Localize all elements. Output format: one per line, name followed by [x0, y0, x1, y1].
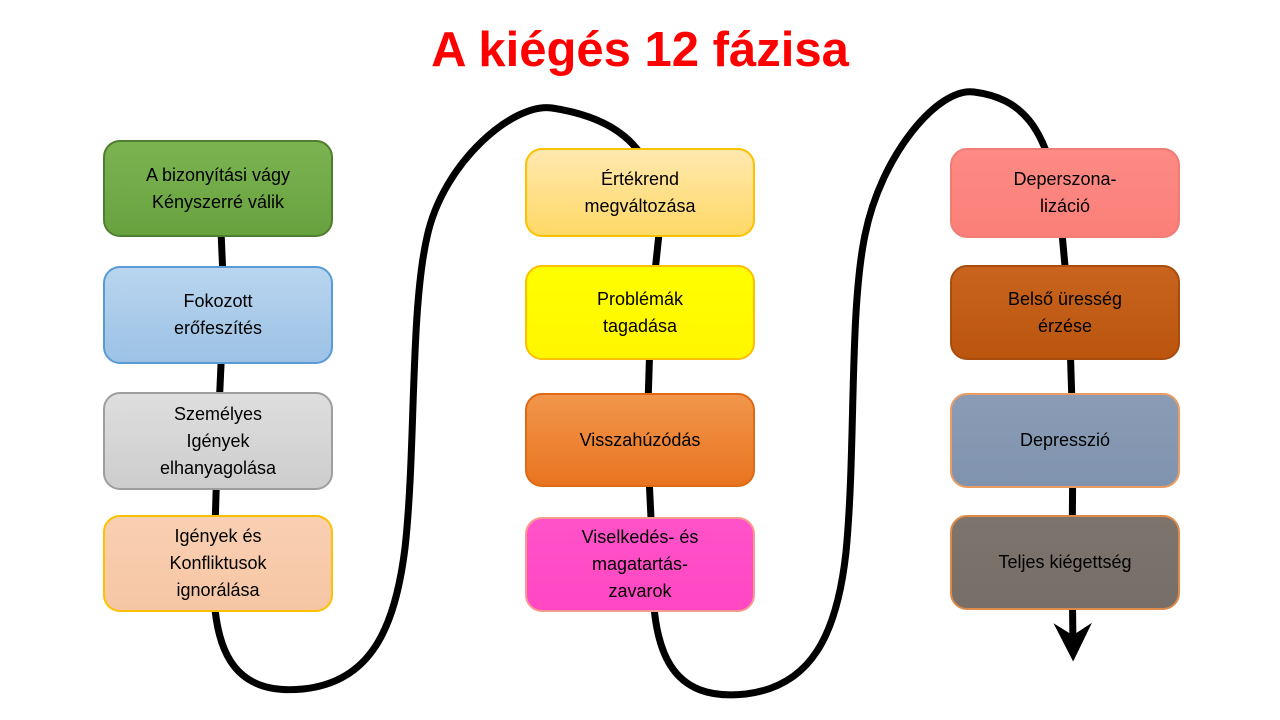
phase-box-label: Igények és Konfliktusok ignorálása	[169, 526, 267, 600]
phase-box-5: Értékrend megváltozása	[525, 148, 755, 237]
phase-box-8: Viselkedés- és magatartás- zavarok	[525, 517, 755, 612]
phase-box-label: Belső üresség érzése	[1007, 288, 1123, 336]
page-title: A kiégés 12 fázisa	[431, 23, 849, 77]
phase-box-label: A bizonyítási vágy Kényszerré válik	[145, 164, 291, 212]
phase-box-10: Belső üresség érzése	[950, 265, 1180, 360]
phase-box-label: Személyes Igények elhanyagolása	[159, 403, 277, 478]
phase-box-12: Teljes kiégettség	[950, 515, 1180, 610]
phase-box-label: Visszahúzódás	[579, 429, 701, 450]
phase-box-6: Problémák tagadása	[525, 265, 755, 360]
phase-box-4: Igények és Konfliktusok ignorálása	[103, 515, 333, 612]
phase-box-label: Depresszió	[1019, 430, 1111, 450]
phase-box-label: Deperszona- lizáció	[1013, 169, 1117, 216]
flow-path	[210, 88, 1092, 699]
phase-box-3: Személyes Igények elhanyagolása	[103, 392, 333, 490]
phase-box-11: Depresszió	[950, 393, 1180, 488]
phase-box-label: Problémák tagadása	[596, 288, 684, 336]
phase-box-1: A bizonyítási vágy Kényszerré válik	[103, 140, 333, 237]
phase-box-label: Viselkedés- és magatartás- zavarok	[581, 527, 699, 601]
phase-box-9: Deperszona- lizáció	[950, 148, 1180, 238]
phase-box-label: Fokozott erőfeszítés	[173, 291, 263, 338]
phase-box-label: Teljes kiégettség	[998, 552, 1132, 572]
phase-box-label: Értékrend megváltozása	[584, 168, 696, 216]
phase-box-2: Fokozott erőfeszítés	[103, 266, 333, 364]
phase-box-7: Visszahúzódás	[525, 393, 755, 487]
